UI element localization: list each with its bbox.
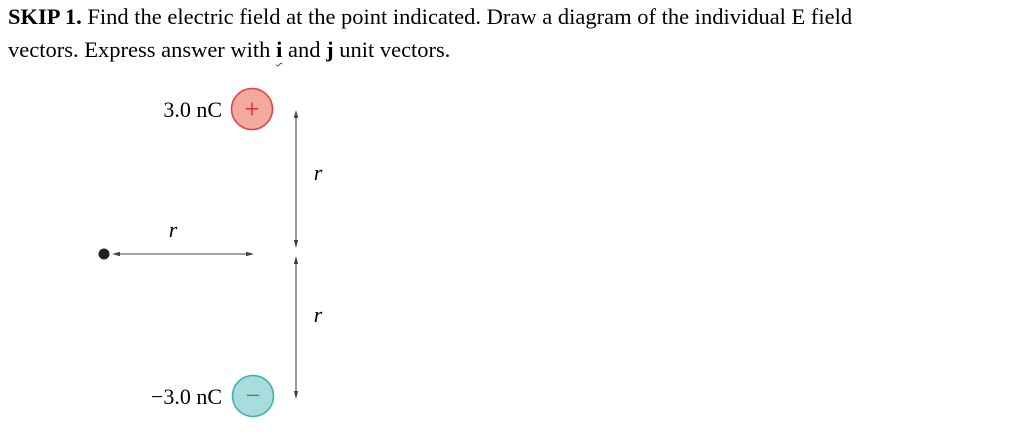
negative-charge-circle: [231, 374, 275, 418]
problem-text-line-1: Find the electric field at the point ind…: [87, 4, 853, 29]
negative-sign-icon: −: [246, 381, 261, 410]
problem-line-2: vectors. Express answer with i and j uni…: [8, 33, 1018, 66]
field-point: [98, 248, 110, 260]
unit-vector-i: i: [276, 37, 283, 62]
lower-distance-label: r: [314, 302, 323, 327]
problem-text-line-2-suffix: unit vectors.: [333, 37, 451, 62]
positive-sign-icon: +: [244, 94, 259, 124]
upper-dimension-arrow: [293, 110, 299, 248]
unit-vector-j: j: [326, 37, 334, 62]
problem-label: SKIP 1.: [8, 4, 82, 29]
problem-statement: SKIP 1. Find the electric field at the p…: [8, 0, 1018, 66]
lower-dimension-arrow: [293, 256, 299, 399]
problem-text-line-2-prefix: vectors. Express answer with: [8, 37, 277, 62]
horizontal-dimension-arrow: [112, 251, 254, 257]
upper-distance-label: r: [314, 160, 323, 185]
horizontal-distance-label: r: [169, 217, 178, 242]
positive-charge-label: 3.0 nC: [163, 97, 222, 122]
problem-line-1: SKIP 1. Find the electric field at the p…: [8, 0, 1018, 33]
positive-charge-circle: [230, 87, 274, 131]
negative-charge-label: −3.0 nC: [151, 384, 222, 409]
problem-text-connector: and: [282, 37, 327, 62]
